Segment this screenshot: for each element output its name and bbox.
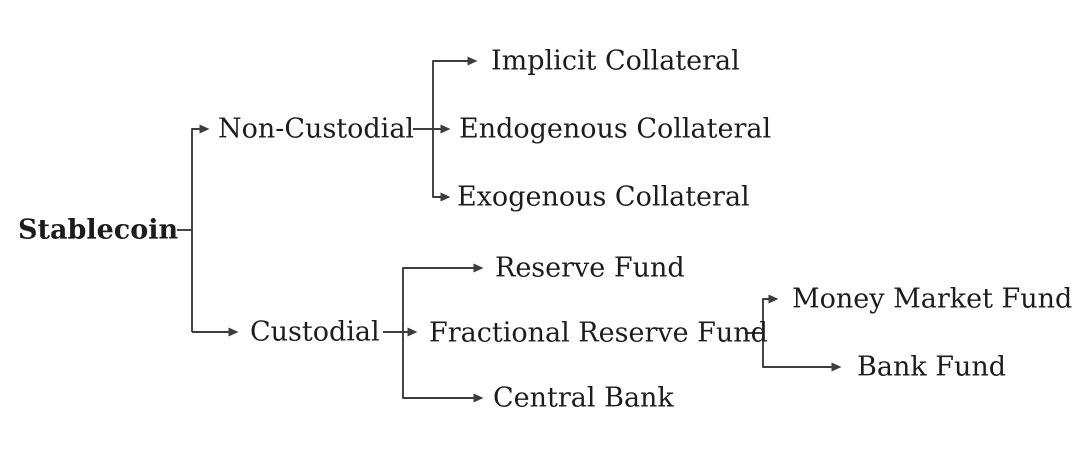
node-exogenous-collateral: Exogenous Collateral <box>457 181 750 213</box>
node-implicit-collateral: Implicit Collateral <box>491 45 740 77</box>
node-reserve-fund: Reserve Fund <box>495 252 685 284</box>
node-money-market-fund: Money Market Fund <box>792 283 1073 315</box>
connector-non-custodial-to-exogenous <box>432 129 451 202</box>
node-endogenous-collateral: Endogenous Collateral <box>459 113 772 145</box>
node-custodial: Custodial <box>250 316 380 348</box>
node-stablecoin: Stablecoin <box>18 214 179 246</box>
node-fractional-reserve-fund: Fractional Reserve Fund <box>429 317 768 349</box>
node-central-bank: Central Bank <box>493 382 674 414</box>
connector-fractional-to-bank-fund <box>762 333 842 372</box>
connector-stablecoin-to-non-custodial <box>191 124 210 332</box>
node-non-custodial: Non-Custodial <box>218 113 415 145</box>
connector-fractional-to-money-market <box>762 294 779 333</box>
node-bank-fund: Bank Fund <box>857 351 1007 383</box>
connector-custodial-to-central-bank <box>402 332 484 403</box>
connector-custodial-to-reserve <box>402 263 484 332</box>
connector-non-custodial-to-implicit <box>432 56 478 129</box>
